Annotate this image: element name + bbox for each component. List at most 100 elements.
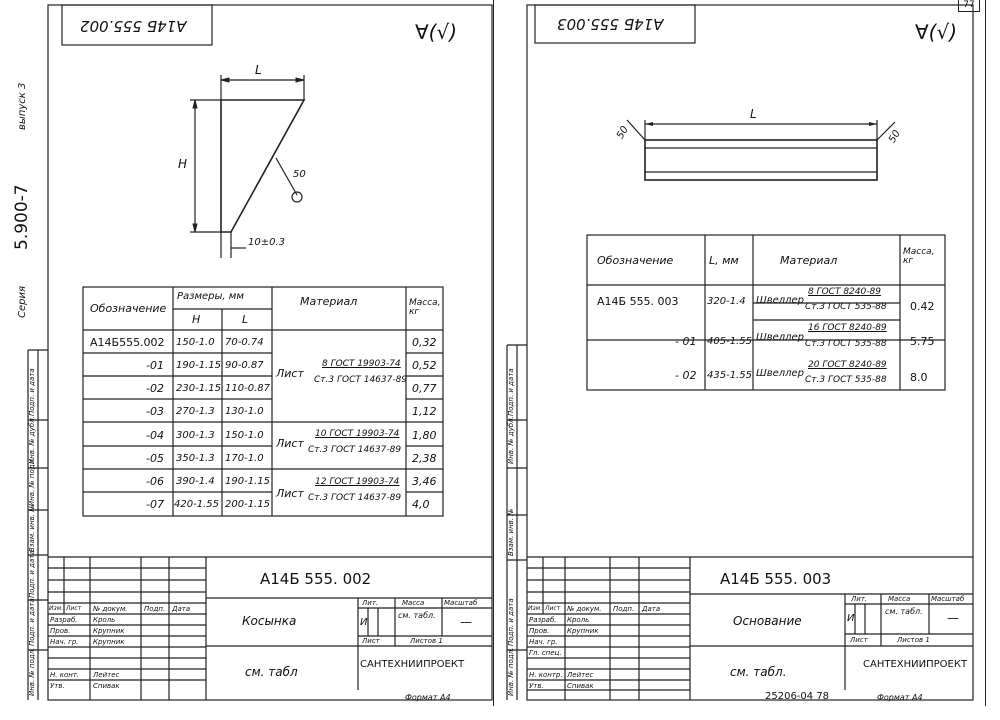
role-label: Утв.	[50, 682, 65, 690]
material-top: 8 ГОСТ 19903-74	[322, 359, 401, 369]
th-designation: Обозначение	[90, 302, 167, 315]
left-drawing-sheet: А14Б 555.002 ∀(√) выпуск 3 5.900-7 Серия…	[10, 0, 494, 706]
row-l: 190-1.15	[225, 476, 270, 487]
side-field: Подп. и дата	[507, 598, 515, 646]
th-l: L	[242, 313, 249, 326]
th-l: L, мм	[709, 254, 739, 267]
col-header: Подп.	[613, 605, 635, 613]
row-l: 150-1.0	[225, 430, 264, 441]
title-mass-value: см. табл.	[885, 607, 923, 616]
stamp-code-flipped: А14Б 555.003	[557, 15, 664, 33]
material-bottom: Ст.3 ГОСТ 535-88	[805, 339, 887, 349]
dim-h-label: H	[178, 157, 188, 171]
row-mass: 0,77	[412, 382, 437, 395]
th-sizes: Размеры, мм	[177, 291, 244, 302]
side-series-number: 5.900-7	[12, 184, 32, 250]
material-bottom: Ст.3 ГОСТ 14637-89	[308, 445, 402, 455]
dim-l-label: L	[750, 107, 757, 121]
row-mass: 0,52	[412, 359, 437, 372]
role-label: Гл. спец.	[529, 649, 562, 657]
material-bottom: Ст.3 ГОСТ 535-88	[805, 375, 887, 385]
side-field: Взам. инв. №	[28, 504, 36, 552]
dim-thickness-label: 10±0.3	[248, 237, 286, 248]
row-l: 435-1.55	[707, 370, 752, 381]
col-header: Подп.	[144, 605, 166, 613]
left-sheet-lines	[27, 4, 493, 701]
row-l: 130-1.0	[225, 406, 264, 417]
col-header: Дата	[642, 605, 661, 613]
title-scale: Масштаб	[444, 599, 478, 607]
person-name: Лейтес	[93, 671, 120, 679]
stamp-code-flipped: А14Б 555.002	[80, 17, 187, 35]
role-label: Н. контр.	[529, 671, 563, 679]
title-code: А14Б 555. 002	[260, 570, 372, 588]
material-top: 12 ГОСТ 19903-74	[315, 477, 400, 487]
title-scale: Масштаб	[931, 595, 965, 603]
role-label: Утв.	[529, 682, 544, 690]
row-h: 350-1.3	[176, 453, 215, 464]
row-h: 190-1.15	[176, 360, 221, 371]
material-top: 16 ГОСТ 8240-89	[808, 323, 887, 333]
title-code: А14Б 555. 003	[720, 570, 832, 588]
page-number-box: 77	[958, 0, 980, 12]
person-name: Крупник	[567, 627, 599, 635]
row-designation: -06	[146, 475, 164, 488]
title-sheets: Листов 1	[410, 637, 443, 645]
title-mass: Масса	[402, 599, 425, 607]
row-mass: 4,0	[412, 498, 430, 511]
row-designation: - 01	[675, 335, 697, 348]
row-h: 390-1.4	[176, 476, 215, 487]
role-label: Пров.	[529, 627, 550, 635]
row-mass: 8.0	[910, 371, 928, 384]
material-bottom: Ст.3 ГОСТ 14637-89	[308, 493, 402, 503]
row-mass: 3,46	[412, 475, 437, 488]
material-top: 8 ГОСТ 8240-89	[808, 287, 881, 297]
title-material: см. табл	[245, 665, 298, 679]
row-h: 420-1.55	[174, 499, 219, 510]
material-word: Швеллер	[756, 368, 805, 379]
row-l: 170-1.0	[225, 453, 264, 464]
side-field: Подп. и дата	[28, 598, 36, 646]
title-mass-value: см. табл.	[398, 611, 436, 620]
th-h: H	[192, 313, 201, 326]
title-name: Косынка	[242, 614, 297, 628]
material-top: 10 ГОСТ 19903-74	[315, 429, 400, 439]
title-format: Формат А4	[405, 693, 451, 702]
material-word: Швеллер	[756, 295, 805, 306]
side-field: Подп. и дата	[28, 550, 36, 598]
title-lit: Лит.	[362, 599, 379, 607]
col-header: Лист	[66, 605, 82, 612]
right-sheet-lines	[506, 4, 974, 701]
row-designation: -01	[146, 359, 164, 372]
row-designation: - 02	[675, 369, 697, 382]
side-field: Инв. № подл.	[507, 647, 515, 696]
col-header: № докум.	[567, 605, 602, 613]
row-h: 150-1.0	[176, 337, 215, 348]
row-mass: 1,80	[412, 429, 437, 442]
row-designation: -05	[146, 452, 164, 465]
th-material: Материал	[300, 295, 358, 308]
row-designation: -04	[146, 429, 164, 442]
title-format: Формат А4	[877, 693, 923, 702]
row-h: 230-1.15	[176, 383, 221, 394]
row-l: 70-0.74	[225, 337, 264, 348]
role-label: Нач. гр.	[529, 638, 558, 646]
row-h: 300-1.3	[176, 430, 215, 441]
row-designation: -07	[146, 498, 164, 511]
material-bottom: Ст.3 ГОСТ 535-88	[805, 302, 887, 312]
role-label: Нач. гр.	[50, 638, 79, 646]
title-sheet: Лист	[362, 637, 380, 645]
title-material: см. табл.	[730, 665, 787, 679]
role-label: Н. конт.	[50, 671, 80, 679]
row-l: 90-0.87	[225, 360, 264, 371]
title-scale-value: —	[460, 615, 472, 629]
row-mass: 2,38	[412, 452, 437, 465]
row-designation: -02	[146, 382, 164, 395]
side-field: Подп. и дата	[507, 368, 515, 416]
side-field: Инв. № подл.	[28, 647, 36, 696]
th-designation: Обозначение	[597, 254, 674, 267]
row-h: 270-1.3	[176, 406, 215, 417]
th-mass: Масса, кг	[409, 298, 441, 317]
material-word: Лист	[276, 367, 304, 380]
person-name: Кроль	[93, 616, 116, 624]
